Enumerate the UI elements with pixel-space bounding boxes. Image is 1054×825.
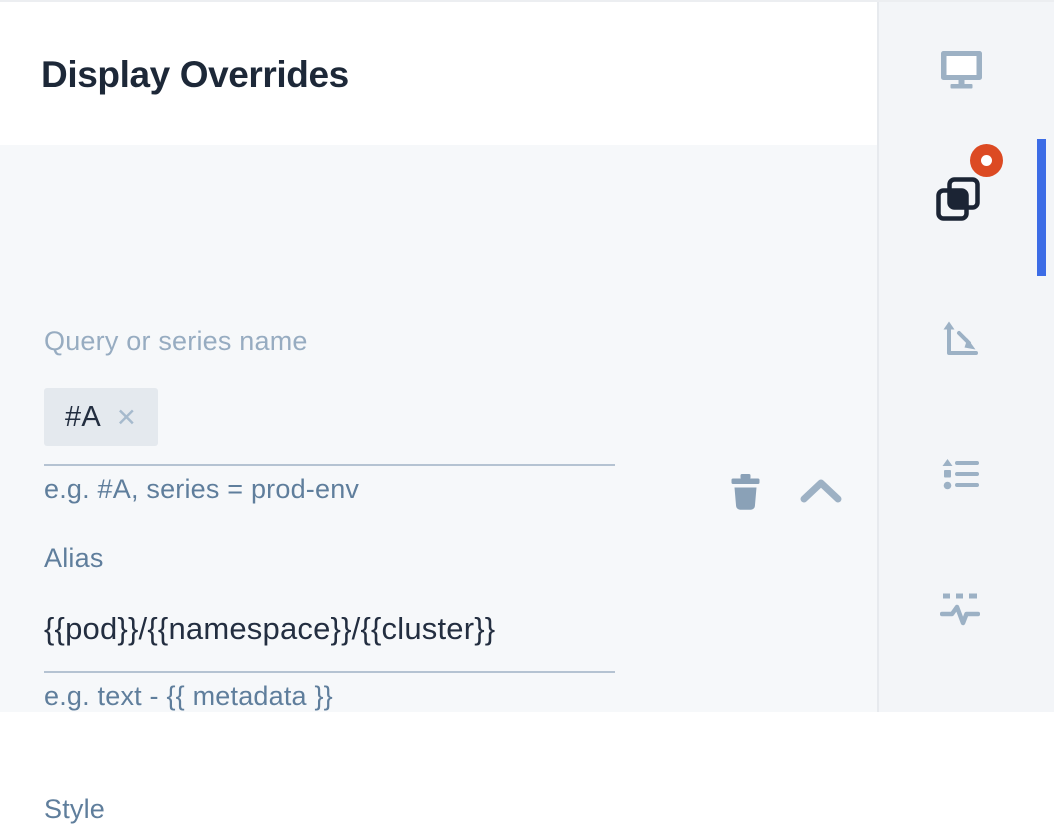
threshold-pulse-icon	[939, 593, 981, 630]
active-tab-indicator	[1037, 139, 1046, 276]
query-chip-label: #A	[65, 400, 101, 433]
page-title: Display Overrides	[41, 54, 349, 95]
query-series-input[interactable]	[44, 464, 615, 466]
alias-input[interactable]: {{pod}}/{{namespace}}/{{cluster}}	[44, 611, 496, 646]
toolbar-tab-thresholds[interactable]	[939, 593, 981, 630]
alias-hint: e.g. text - {{ metadata }}	[44, 681, 333, 711]
delete-override-button[interactable]	[729, 474, 762, 510]
chevron-up-icon	[799, 479, 843, 507]
style-section-label: Style	[44, 794, 106, 824]
layers-icon	[936, 177, 980, 224]
chip-remove-icon[interactable]: ✕	[115, 403, 137, 432]
alias-input-underline	[44, 671, 615, 673]
axes-icon	[942, 321, 982, 363]
toolbar-tab-display[interactable]	[940, 50, 983, 89]
trash-icon	[729, 474, 762, 513]
override-card: Query or series name #A ✕ e.g. #A, serie…	[0, 145, 877, 824]
alias-label: Alias	[44, 543, 104, 573]
toolbar-tab-axes[interactable]	[942, 320, 982, 360]
display-overrides-section: Display Overrides Query or series name #…	[0, 2, 877, 824]
query-series-label: Query or series name	[44, 326, 308, 356]
query-chip: #A ✕	[44, 388, 158, 446]
query-series-hint: e.g. #A, series = prod-env	[44, 474, 360, 504]
toolbar-tab-overrides[interactable]	[936, 177, 980, 221]
toolbar-tab-legend[interactable]	[941, 458, 979, 490]
panel-settings-toolbar	[877, 2, 1054, 712]
monitor-icon	[940, 51, 983, 92]
overrides-badge	[970, 144, 1003, 177]
collapse-override-button[interactable]	[799, 478, 843, 504]
legend-list-icon	[941, 459, 979, 493]
